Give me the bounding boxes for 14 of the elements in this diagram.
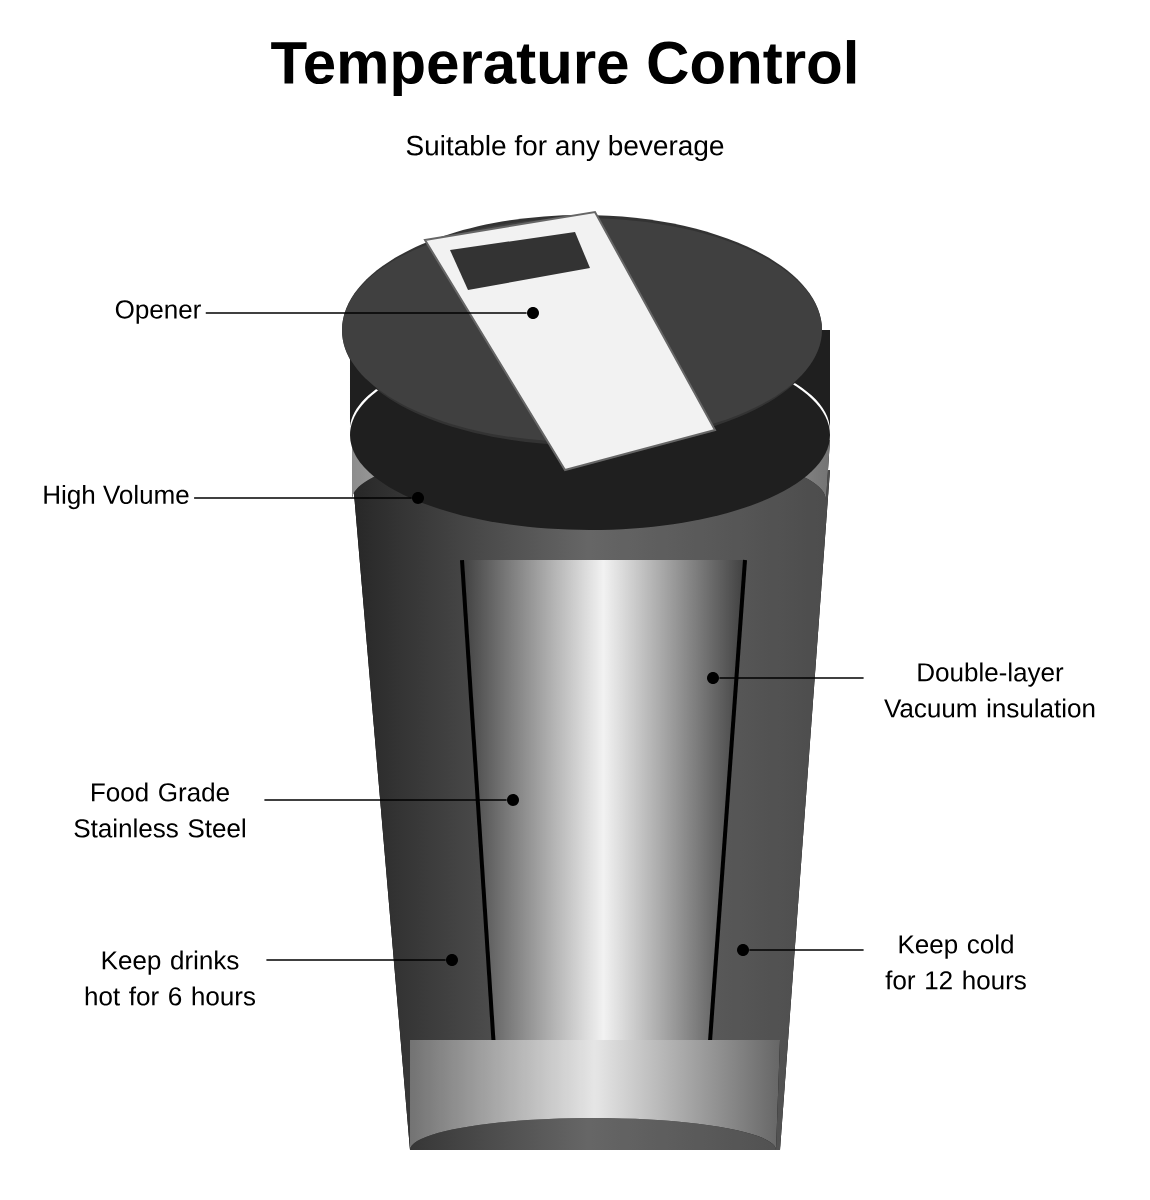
leader-line (265, 959, 447, 961)
callout-label: Keep cold for 12 hours (885, 934, 1026, 990)
leader-line (204, 312, 528, 314)
callout-label: High Volume (44, 484, 189, 510)
subtitle: Suitable for any beverage (406, 134, 724, 162)
callout-label: Keep drinks hot for 6 hours (85, 950, 255, 1006)
leader-line (193, 497, 413, 499)
callout-label: Food Grade Stainless Steel (74, 782, 245, 838)
title: Temperature Control (271, 40, 856, 96)
leader-line (748, 949, 865, 951)
callout-label: Opener (115, 300, 201, 324)
leader-line (718, 677, 865, 679)
leader-line (263, 799, 508, 801)
callout-label: Double-layer Vacuum insulation (884, 662, 1095, 718)
